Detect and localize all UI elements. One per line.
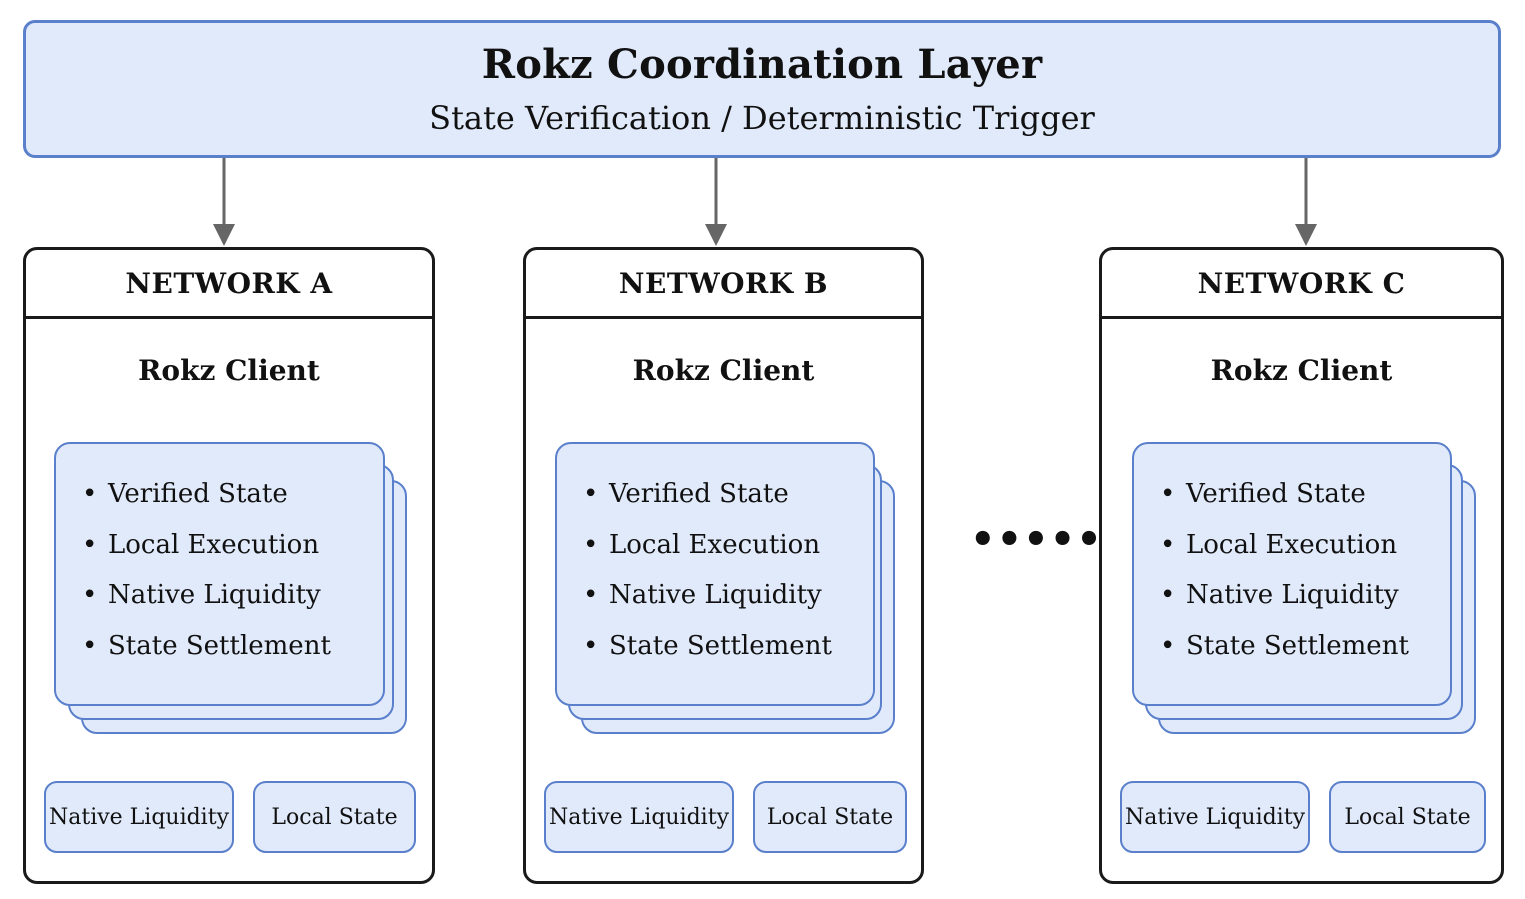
bullet-icon: • xyxy=(1160,630,1176,661)
list-item: •Local Execution xyxy=(1160,525,1409,576)
network-a: NETWORK A Rokz Client •Verified State •L… xyxy=(23,247,435,884)
list-item: •Verified State xyxy=(1160,474,1409,525)
network-a-feature-card: •Verified State •Local Execution •Native… xyxy=(54,442,385,706)
network-b-client-title: Rokz Client xyxy=(632,354,815,387)
list-item: •Verified State xyxy=(82,474,331,525)
arrow-to-network-c xyxy=(1295,158,1317,246)
bullet-icon: • xyxy=(82,529,98,560)
coordination-layer: Rokz Coordination Layer State Verificati… xyxy=(23,20,1501,158)
network-b-header: NETWORK B xyxy=(526,250,921,319)
coordination-layer-title: Rokz Coordination Layer xyxy=(481,41,1043,88)
bullet-icon: • xyxy=(1160,529,1176,560)
bullet-icon: • xyxy=(82,479,98,509)
network-c-native-liquidity-pill: Native Liquidity xyxy=(1120,781,1310,853)
network-c-client-title: Rokz Client xyxy=(1210,354,1393,387)
network-c-local-state-pill: Local State xyxy=(1329,781,1486,853)
bullet-icon: • xyxy=(82,580,98,610)
list-item: •Native Liquidity xyxy=(1160,575,1409,626)
bullet-icon: • xyxy=(583,580,599,610)
network-b-feature-list: •Verified State •Local Execution •Native… xyxy=(583,474,832,676)
arrow-to-network-b xyxy=(705,158,727,246)
list-item: •Local Execution xyxy=(583,525,832,576)
network-c: NETWORK C Rokz Client •Verified State •L… xyxy=(1099,247,1504,884)
more-networks-ellipsis: ••••• xyxy=(970,516,1103,563)
list-item: •Native Liquidity xyxy=(82,575,331,626)
network-b-native-liquidity-pill: Native Liquidity xyxy=(544,781,734,853)
network-a-client-title: Rokz Client xyxy=(138,354,320,387)
network-c-feature-card: •Verified State •Local Execution •Native… xyxy=(1132,442,1452,706)
network-c-header: NETWORK C xyxy=(1102,250,1501,319)
list-item: •State Settlement xyxy=(1160,626,1409,677)
list-item: •State Settlement xyxy=(82,626,331,677)
network-a-local-state-pill: Local State xyxy=(253,781,416,853)
network-a-native-liquidity-pill: Native Liquidity xyxy=(44,781,234,853)
list-item: •Local Execution xyxy=(82,525,331,576)
network-b-feature-card: •Verified State •Local Execution •Native… xyxy=(555,442,875,706)
network-a-feature-list: •Verified State •Local Execution •Native… xyxy=(82,474,331,676)
bullet-icon: • xyxy=(1160,580,1176,610)
bullet-icon: • xyxy=(82,630,98,661)
list-item: •Native Liquidity xyxy=(583,575,832,626)
list-item: •Verified State xyxy=(583,474,832,525)
network-a-header: NETWORK A xyxy=(26,250,432,319)
bullet-icon: • xyxy=(583,529,599,560)
bullet-icon: • xyxy=(583,479,599,509)
network-c-feature-list: •Verified State •Local Execution •Native… xyxy=(1160,474,1409,676)
bullet-icon: • xyxy=(1160,479,1176,509)
coordination-layer-subtitle: State Verification / Deterministic Trigg… xyxy=(429,99,1095,137)
bullet-icon: • xyxy=(583,630,599,661)
arrow-to-network-a xyxy=(213,158,235,246)
network-b: NETWORK B Rokz Client •Verified State •L… xyxy=(523,247,924,884)
list-item: •State Settlement xyxy=(583,626,832,677)
network-b-local-state-pill: Local State xyxy=(753,781,907,853)
